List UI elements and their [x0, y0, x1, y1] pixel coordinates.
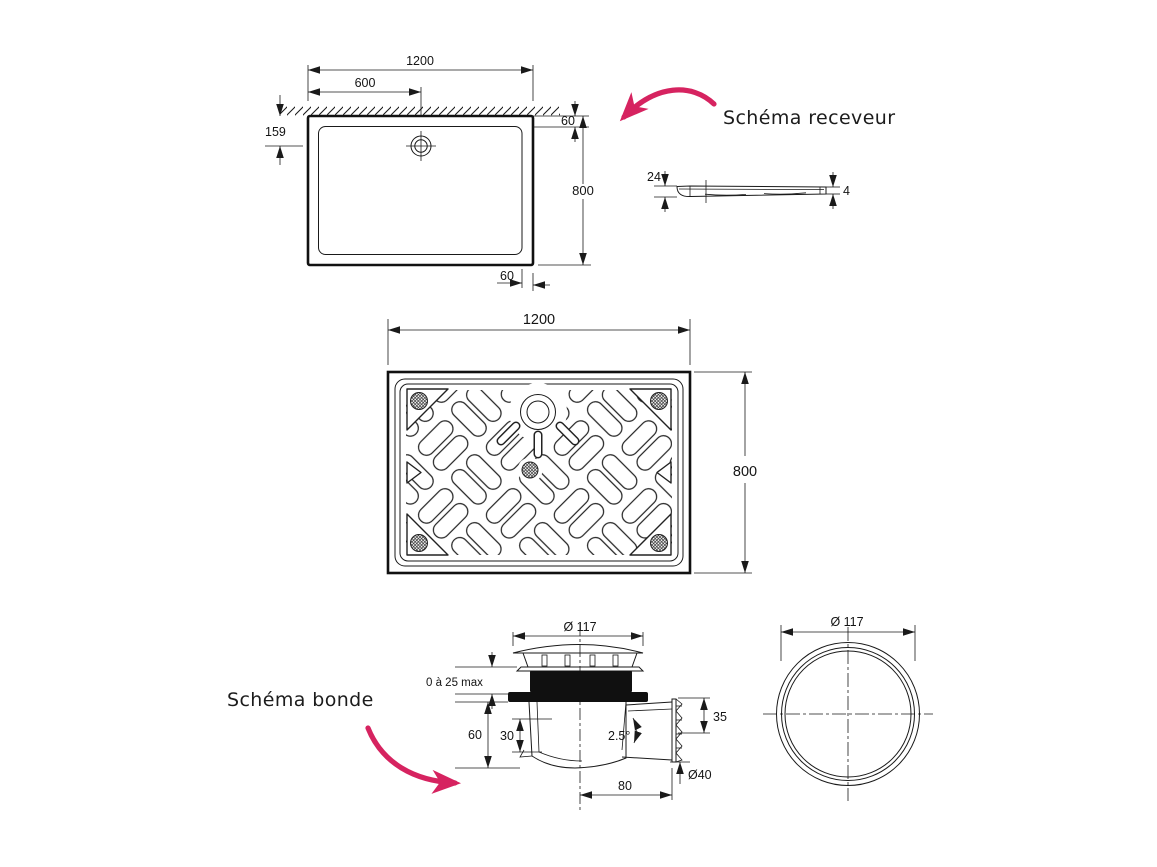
svg-text:2.5°: 2.5° [608, 729, 630, 743]
dim-800-bottom-view: 800 [694, 371, 757, 574]
dim-60-bottom: 60 [497, 269, 550, 291]
dim-body-height: 60 [455, 701, 520, 769]
svg-text:800: 800 [572, 183, 594, 198]
tray-outline [306, 114, 535, 267]
drain-outlet [621, 698, 683, 763]
svg-text:Ø 117: Ø 117 [563, 620, 596, 634]
svg-text:159: 159 [265, 125, 286, 139]
pattern-outline [386, 370, 692, 575]
svg-text:600: 600 [355, 76, 376, 90]
svg-text:24: 24 [647, 170, 661, 184]
drain-band [530, 671, 632, 692]
dim-1200-bottom-view: 1200 [387, 312, 691, 365]
pattern-corner-studs [410, 392, 668, 552]
pattern-drain [496, 383, 580, 459]
curved-arrow-bonde-icon [365, 725, 461, 794]
tray-top-view-drawing: 1200 600 159 60 800 [265, 54, 594, 291]
svg-text:60: 60 [500, 269, 514, 283]
dim-outlet-height: 35 [678, 697, 727, 734]
dim-4: 4 [826, 172, 850, 209]
dim-cap-diameter: Ø 117 [512, 620, 644, 646]
svg-text:1200: 1200 [523, 312, 555, 328]
pattern-rim-1 [394, 378, 684, 567]
svg-text:60: 60 [561, 114, 575, 128]
dim-adjust: 0 à 25 max [426, 652, 517, 709]
svg-text:Ø 117: Ø 117 [830, 615, 863, 629]
drain-top-view-drawing: Ø 117 [763, 615, 933, 801]
svg-text:30: 30 [500, 729, 514, 743]
svg-text:0 à 25 max: 0 à 25 max [426, 677, 483, 689]
title-bonde: Schéma bonde [227, 689, 374, 711]
dim-800: 800 [538, 116, 594, 266]
drain-cap [512, 644, 645, 672]
pattern-centre-stud [517, 457, 543, 483]
profile-outline [676, 180, 827, 203]
svg-text:35: 35 [713, 710, 727, 724]
dim-1200: 1200 [307, 54, 534, 101]
svg-text:800: 800 [733, 464, 757, 480]
tray-inner-rim [318, 126, 523, 255]
drain-section-drawing: Ø 117 [426, 620, 727, 812]
title-receveur: Schéma receveur [723, 107, 896, 129]
svg-text:1200: 1200 [406, 54, 434, 68]
dim-600: 600 [308, 76, 422, 116]
svg-text:60: 60 [468, 728, 482, 742]
dim-inner-height: 30 [500, 718, 552, 753]
curved-arrow-receveur-icon [619, 87, 717, 122]
svg-text:Ø40: Ø40 [688, 768, 712, 782]
dim-outlet-diameter: Ø40 [670, 761, 712, 784]
tray-profile-drawing: 24 4 [647, 170, 850, 212]
dim-159: 159 [265, 95, 303, 165]
dim-24: 24 [647, 170, 677, 212]
svg-text:80: 80 [618, 779, 632, 793]
drain-cap-top [763, 627, 933, 801]
wall-hatch [280, 105, 560, 116]
tray-pattern-view-drawing: 1200 800 [386, 312, 757, 575]
dim-slope: 2.5° [608, 717, 642, 744]
drain-flange [508, 692, 648, 702]
drain-symbol [406, 131, 436, 161]
dim-outlet-length: 80 [580, 768, 673, 800]
svg-text:4: 4 [843, 184, 850, 198]
